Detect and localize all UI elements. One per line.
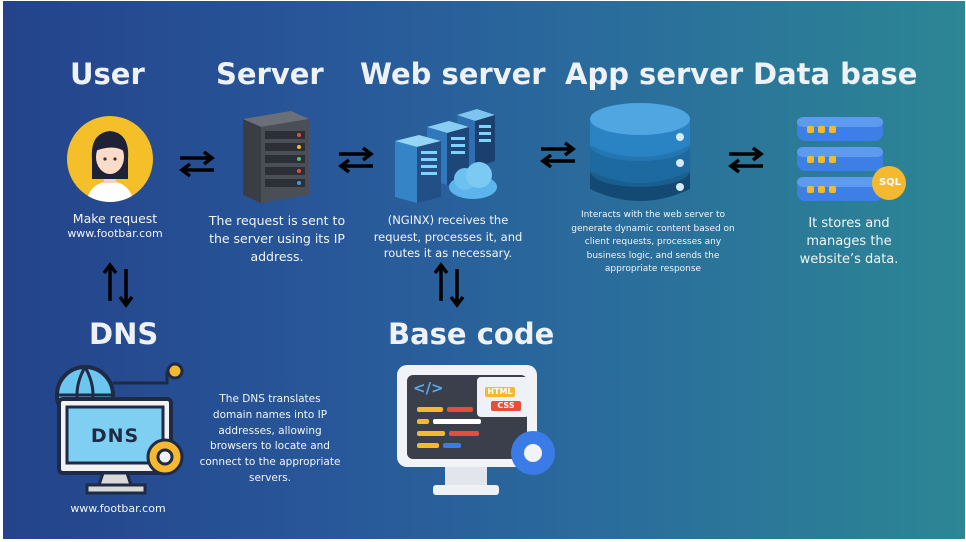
html-tag-label: HTML	[487, 387, 513, 396]
sql-badge-label: SQL	[878, 177, 902, 188]
server-rack-icon	[243, 111, 309, 203]
dns-description: The DNS translates domain names into IP …	[199, 393, 341, 484]
base-code-monitor-icon	[397, 365, 555, 495]
user-description: Make request www.footbar.com	[53, 211, 177, 242]
diagram-canvas: User Server Web server App server Data b…	[3, 1, 965, 539]
code-brackets-label: </>	[413, 379, 444, 397]
user-avatar-icon	[67, 116, 153, 202]
user-server-arrow	[179, 150, 215, 178]
database-description: It stores and manages the website’s data…	[799, 216, 899, 268]
title-app-server: App server	[565, 57, 744, 91]
title-database: Data base	[753, 57, 918, 91]
server-description: The request is sent to the server using …	[208, 213, 346, 265]
webserver-appserver-arrow	[540, 141, 576, 169]
server-webserver-arrow	[338, 146, 374, 174]
user-description-url: www.footbar.com	[67, 227, 163, 241]
appserver-database-arrow	[728, 146, 764, 174]
web-server-description: (NGINX) receives the request, processes …	[373, 213, 523, 261]
title-base-code: Base code	[388, 317, 555, 351]
database-sql-icon	[797, 117, 906, 201]
title-web-server: Web server	[360, 57, 546, 91]
app-server-description: Interacts with the web server to generat…	[571, 210, 735, 274]
web-server-cloud-icon	[395, 109, 497, 203]
dns-monitor-icon	[55, 362, 184, 495]
css-tag-label: CSS	[497, 401, 515, 410]
dns-url: www.footbar.com	[70, 502, 166, 515]
title-user: User	[70, 57, 145, 91]
dns-screen-label: DNS	[90, 425, 140, 447]
title-dns: DNS	[89, 317, 159, 351]
user-dns-arrow	[102, 262, 134, 308]
user-description-line1: Make request	[72, 211, 158, 226]
title-server: Server	[216, 57, 324, 91]
app-server-icon	[590, 103, 690, 201]
webserver-basecode-arrow	[433, 262, 465, 308]
